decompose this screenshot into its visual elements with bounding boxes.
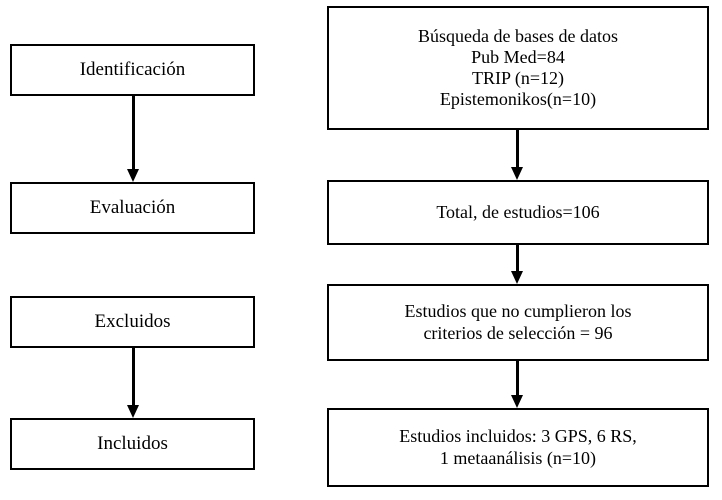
connector-identificacion-to-evaluacion [127, 96, 139, 182]
connector-criterios-to-incluidos [511, 361, 523, 408]
connector-shaft [132, 96, 135, 169]
connector-shaft [132, 348, 135, 405]
node-criterios-label: Estudios que no cumplieron los criterios… [404, 301, 632, 343]
node-busqueda-bases-datos: Búsqueda de bases de datos Pub Med=84 TR… [327, 6, 709, 130]
node-evaluacion: Evaluación [10, 182, 255, 234]
arrowhead-icon [511, 271, 523, 284]
arrowhead-icon [127, 405, 139, 418]
node-incluidos: Incluidos [10, 418, 255, 470]
node-busqueda-label: Búsqueda de bases de datos Pub Med=84 TR… [418, 25, 618, 110]
node-evaluacion-label: Evaluación [89, 196, 176, 218]
connector-shaft [516, 130, 519, 167]
node-estudios-incluidos: Estudios incluidos: 3 GPS, 6 RS, 1 metaa… [327, 408, 709, 487]
arrowhead-icon [511, 395, 523, 408]
node-total-estudios: Total, de estudios=106 [327, 180, 709, 245]
node-excluidos-label: Excluidos [94, 310, 171, 332]
arrowhead-icon [127, 169, 139, 182]
node-incluidos-label: Incluidos [97, 432, 168, 454]
connector-shaft [516, 245, 519, 271]
node-excluidos: Excluidos [10, 296, 255, 348]
node-total-label: Total, de estudios=106 [436, 201, 600, 222]
node-identificacion: Identificación [10, 44, 255, 96]
arrowhead-icon [511, 167, 523, 180]
node-identificacion-label: Identificación [79, 58, 186, 80]
connector-busqueda-to-total [511, 130, 523, 180]
connector-total-to-criterios [511, 245, 523, 284]
node-criterios-seleccion: Estudios que no cumplieron los criterios… [327, 284, 709, 361]
connector-shaft [516, 361, 519, 395]
node-estudios-incluidos-label: Estudios incluidos: 3 GPS, 6 RS, 1 metaa… [399, 426, 637, 468]
connector-excluidos-to-incluidos [127, 348, 139, 418]
